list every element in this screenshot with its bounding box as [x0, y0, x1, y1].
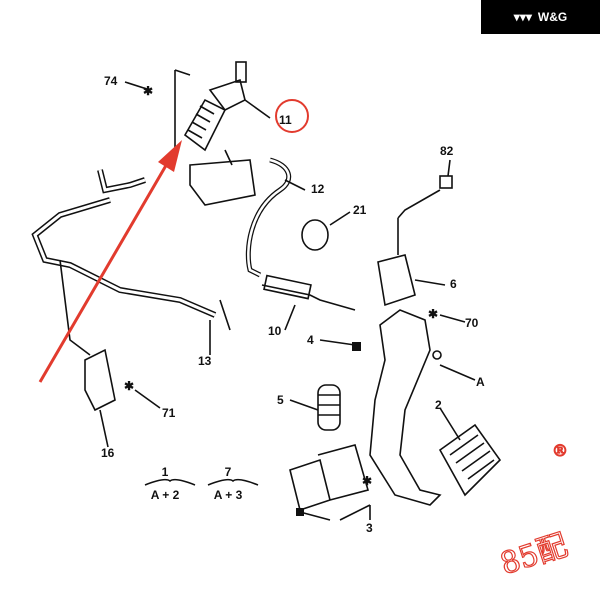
star-marker: ✱ [362, 474, 372, 488]
switch [377, 254, 416, 307]
star-marker: ✱ [143, 84, 153, 98]
hydraulic-pipe [31, 169, 217, 318]
callout-5: 5 [277, 393, 284, 407]
callout-2: 2 [435, 398, 442, 412]
connector-82 [439, 175, 453, 189]
callout-A: A [476, 375, 485, 389]
callout-74: 74 [104, 74, 118, 88]
callout-21: 21 [353, 203, 367, 217]
callout-10: 10 [268, 324, 282, 338]
kit-number-7: 7 [225, 465, 232, 479]
watermark: 85配 [495, 527, 572, 583]
fluid-reservoir [189, 159, 256, 206]
part-21 [301, 219, 329, 251]
callout-13: 13 [198, 354, 212, 368]
kit-number-1: 1 [162, 465, 169, 479]
callout-labels: 74 11 82 12 21 6 70 10 4 13 A 5 2 71 16 … [101, 74, 485, 535]
highlight-arrow [38, 161, 170, 383]
callout-71: 71 [162, 406, 176, 420]
callout-6: 6 [450, 277, 457, 291]
callout-16: 16 [101, 446, 115, 460]
clutch-pedal-pad [438, 423, 502, 497]
callout-12: 12 [311, 182, 325, 196]
kit-contents-7: A + 3 [214, 488, 243, 502]
slave-cylinder [261, 284, 356, 311]
callout-11: 11 [279, 113, 292, 127]
pedal-bracket [369, 309, 442, 506]
line-art [31, 61, 502, 521]
kit-contents-1: A + 2 [151, 488, 180, 502]
watermark-text: 85配 [496, 528, 572, 582]
star-marker: ✱ [428, 307, 438, 321]
callout-70: 70 [465, 316, 479, 330]
kit-legend: 1 A + 2 7 A + 3 [151, 465, 243, 502]
callout-82: 82 [440, 144, 454, 158]
registered-mark: ® [552, 441, 568, 460]
logo-icon: ▾▾▾ [513, 10, 532, 24]
star-marker: ✱ [124, 379, 134, 393]
brand-logo: ▾▾▾ W&G [481, 0, 600, 34]
pedal-pads [289, 444, 369, 512]
red-highlight [38, 99, 309, 383]
clutch-master-cylinder [174, 61, 247, 331]
pipe-bracket [84, 348, 116, 412]
arrow-head-icon [158, 140, 182, 172]
callout-4: 4 [307, 333, 314, 347]
logo-text: W&G [537, 10, 568, 24]
callout-3: 3 [366, 521, 373, 535]
assist-spring [317, 384, 341, 431]
reservoir-hose [245, 157, 292, 278]
markers: ✱ ✱ ✱ ✱ [124, 84, 438, 516]
highlight-circle [275, 99, 309, 133]
